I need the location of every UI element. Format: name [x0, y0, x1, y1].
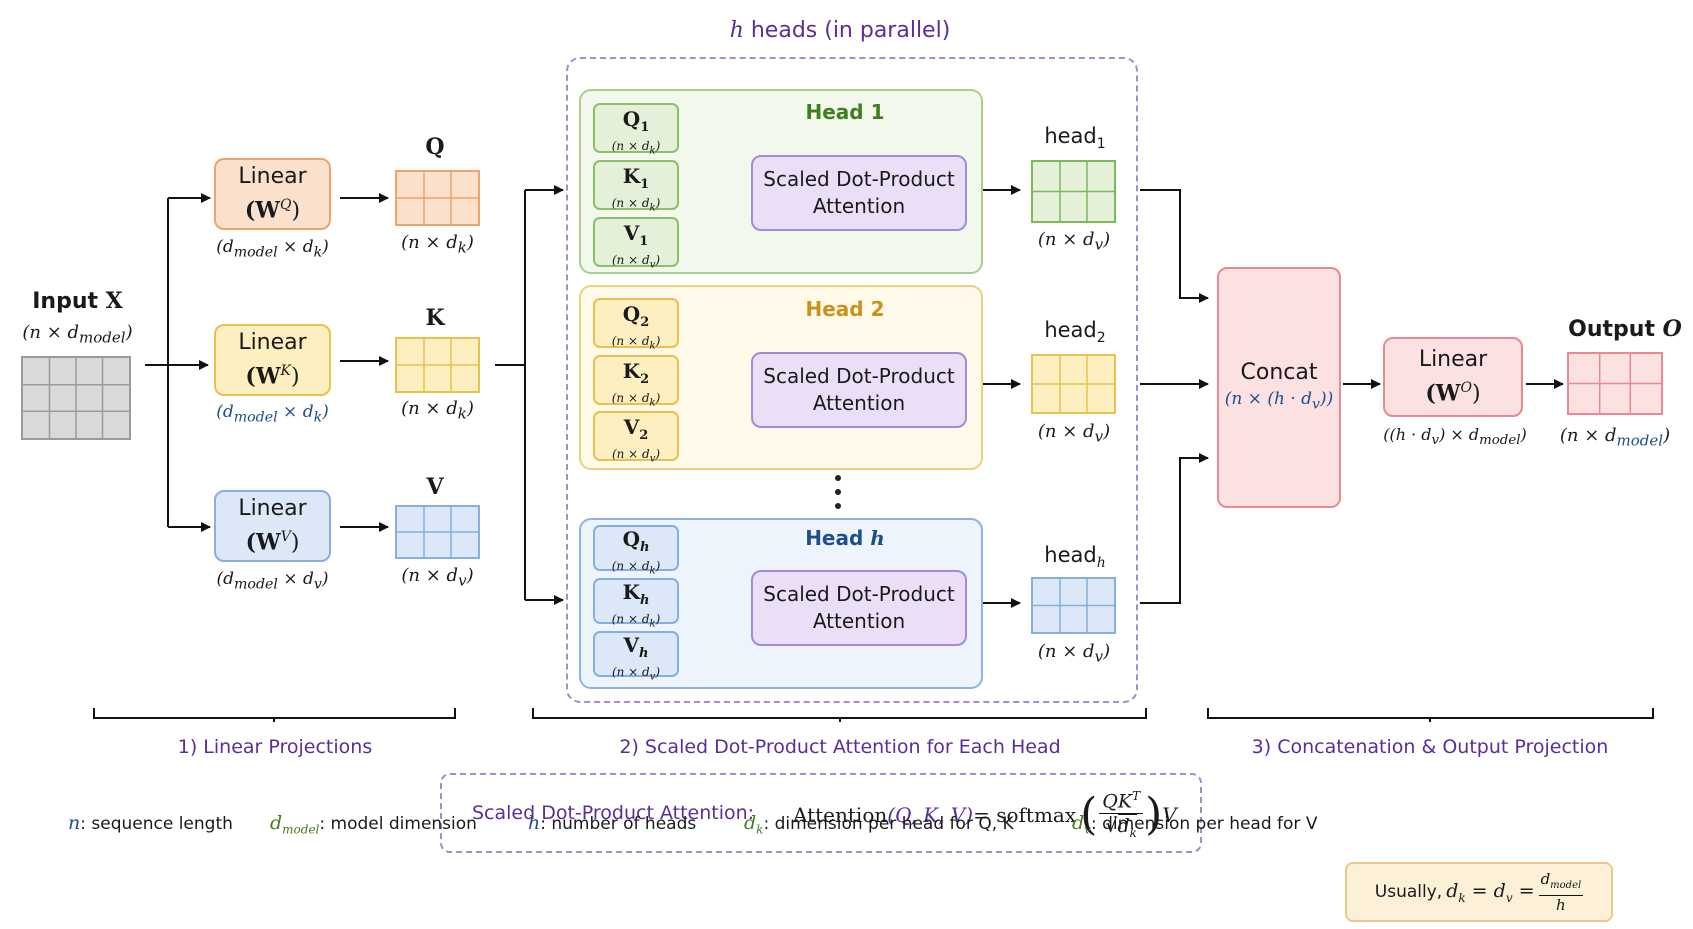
brace-section-3 [1207, 708, 1654, 722]
head-h-output-grid [1033, 579, 1114, 632]
q-matrix [395, 170, 480, 226]
heads-parallel-title: h heads (in parallel) [729, 18, 951, 43]
head-h-attention-block: Scaled Dot-Product Attention [751, 570, 967, 646]
linear-wq-title: Linear [238, 163, 307, 189]
input-label: Input X [32, 288, 123, 314]
linear-wv-dim: (dmodel × dv) [216, 569, 329, 593]
linear-wv-title: Linear [238, 495, 307, 521]
head-2-title: Head 2 [805, 297, 885, 321]
head-h-output-dim: (n × dv) [1037, 641, 1111, 666]
linear-wo-weight: (WO) [1425, 379, 1481, 407]
linear-wq-dim: (dmodel × dk) [216, 237, 329, 261]
concat-dim: (n × (h · dv)) [1224, 388, 1334, 413]
input-matrix-grid [23, 358, 129, 438]
arrow-input-to-linears [145, 198, 169, 527]
head-2-output-matrix [1031, 354, 1116, 414]
linear-wv-block: Linear (WV) [214, 490, 331, 562]
concat-block: Concat (n × (h · dv)) [1217, 267, 1341, 508]
head-1-attention-block: Scaled Dot-Product Attention [751, 155, 967, 231]
dimension-note-box: Usually, dk = dv = dmodel h [1345, 862, 1613, 922]
linear-wk-title: Linear [238, 329, 307, 355]
linear-wk-weight: (WK) [245, 362, 300, 390]
input-matrix [21, 356, 131, 440]
q-matrix-grid [397, 172, 478, 224]
brace-section-2 [532, 708, 1147, 722]
v-matrix [395, 505, 480, 559]
attention-formula-box [440, 773, 1202, 853]
head-2-output-dim: (n × dv) [1037, 421, 1111, 446]
formula-label: Scaled Dot-Product Attention: [472, 802, 755, 824]
head-h-title: Head h [805, 526, 885, 550]
head-2-output-grid [1033, 356, 1114, 412]
head-2-output-label: head2 [1044, 318, 1106, 347]
v-matrix-dim: (n × dv) [401, 565, 474, 590]
head-1-output-matrix [1031, 160, 1116, 223]
head-2-q: Q2 (n × dk) [593, 298, 679, 351]
head-1-title: Head 1 [805, 100, 885, 124]
head-1-v: V1 (n × dv) [593, 217, 679, 270]
formula-fraction: QKT √dk [1099, 785, 1144, 844]
k-matrix-label: K [425, 305, 445, 331]
section-label-2: 2) Scaled Dot-Product Attention for Each… [619, 736, 1061, 758]
linear-wk-dim: (dmodel × dk) [216, 402, 329, 426]
legend-n: n: sequence length [68, 812, 233, 834]
head-h-q: Qh (n × dk) [593, 525, 679, 576]
legend-dv: dv: dimension per head for V [1072, 812, 1318, 837]
v-matrix-grid [397, 507, 478, 557]
k-matrix [395, 337, 480, 393]
output-matrix [1567, 352, 1663, 415]
linear-wq-weight: (WQ) [244, 196, 301, 224]
formula-paren-open: ( [1080, 789, 1098, 840]
head-1-k: K1 (n × dk) [593, 160, 679, 213]
output-dim: (n × dmodel) [1559, 425, 1671, 450]
note-fraction: dmodel h [1538, 870, 1584, 914]
head-h-output-label: headh [1044, 543, 1106, 572]
linear-wo-block: Linear (WO) [1383, 337, 1523, 417]
head-h-v: Vh (n × dv) [593, 631, 679, 682]
output-label: Output O [1568, 316, 1682, 342]
attention-formula: Attention(Q, K, V) = softmax ( QKT √dk )… [793, 787, 1177, 843]
section-label-3: 3) Concatenation & Output Projection [1251, 736, 1609, 758]
legend-dmodel: dmodel: model dimension [270, 812, 477, 837]
more-heads-ellipsis [833, 475, 843, 511]
head-h-k: Kh (n × dk) [593, 578, 679, 629]
legend-h: h: number of heads [528, 812, 697, 834]
linear-wo-dim: ((h · dv) × dmodel) [1383, 425, 1527, 449]
k-matrix-dim: (n × dk) [401, 398, 474, 423]
linear-wk-block: Linear (WK) [214, 324, 331, 396]
linear-wv-weight: (WV) [245, 528, 300, 556]
head-2-attention-block: Scaled Dot-Product Attention [751, 352, 967, 428]
input-dim: (n × dmodel) [22, 322, 133, 347]
k-matrix-grid [397, 339, 478, 391]
q-matrix-label: Q [425, 134, 445, 160]
linear-wo-title: Linear [1418, 346, 1488, 372]
head-1-q: Q1 (n × dk) [593, 103, 679, 156]
legend-dk: dk: dimension per head for Q, K [744, 812, 1014, 837]
formula-paren-close: ) [1145, 789, 1163, 840]
brace-section-1 [93, 708, 456, 722]
output-matrix-grid [1569, 354, 1661, 413]
head-2-v: V2 (n × dv) [593, 411, 679, 464]
head-h-output-matrix [1031, 577, 1116, 634]
head-1-output-dim: (n × dv) [1037, 229, 1111, 254]
head-1-output-grid [1033, 162, 1114, 221]
concat-title: Concat [1240, 359, 1318, 385]
parallel-heads-region [566, 57, 1138, 703]
q-matrix-dim: (n × dk) [401, 232, 474, 257]
section-label-1: 1) Linear Projections [177, 736, 373, 758]
head-1-output-label: head1 [1044, 124, 1106, 153]
head-2-k: K2 (n × dk) [593, 355, 679, 408]
linear-wq-block: Linear (WQ) [214, 158, 331, 230]
v-matrix-label: V [426, 474, 444, 500]
